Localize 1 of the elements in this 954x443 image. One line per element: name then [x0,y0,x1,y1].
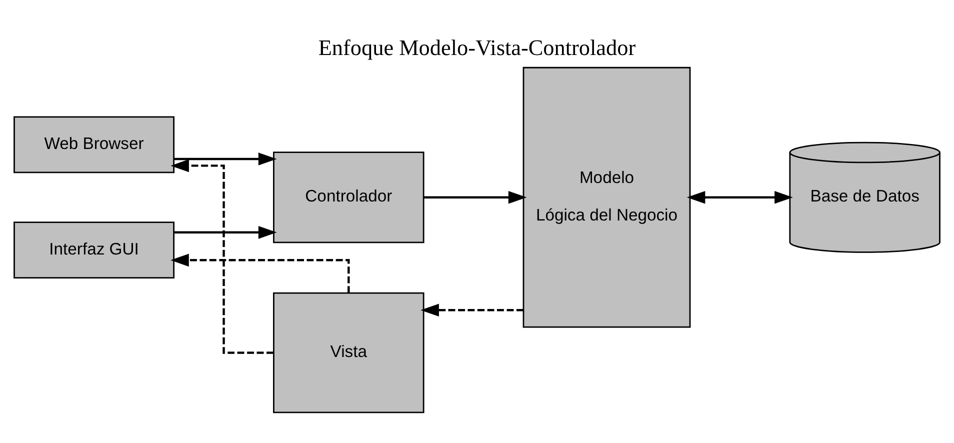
diagram-title: Enfoque Modelo-Vista-Controlador [318,34,636,60]
